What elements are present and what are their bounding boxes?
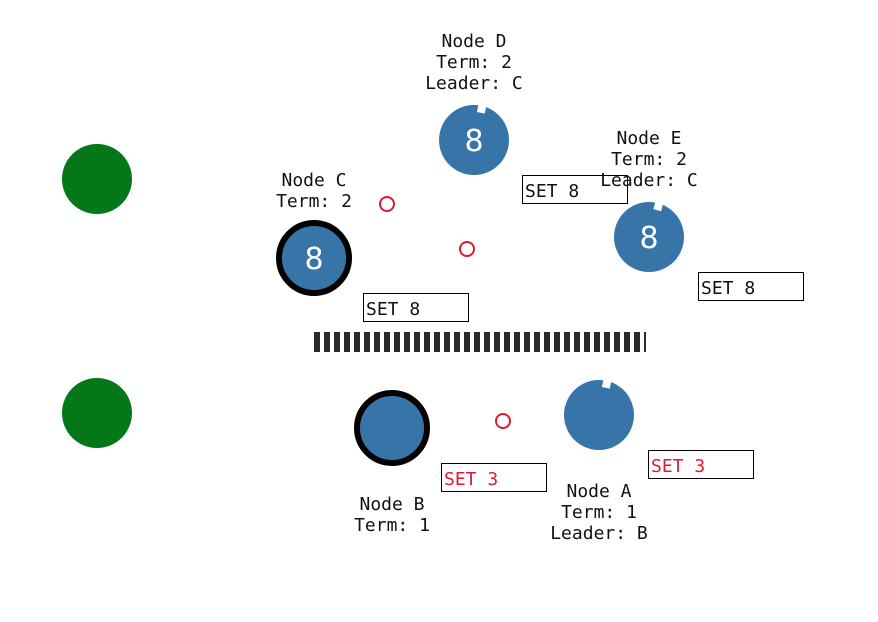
log-a: SET 3 bbox=[648, 450, 754, 479]
node-a-circle bbox=[564, 380, 634, 450]
node-a: Node A Term: 1 Leader: B bbox=[550, 379, 648, 544]
node-c-term: Term: 2 bbox=[276, 191, 352, 212]
message-c-to-e bbox=[459, 241, 475, 257]
node-d-term: Term: 2 bbox=[436, 52, 512, 73]
log-a-entry: SET 3 bbox=[651, 456, 705, 477]
log-c-entry: SET 8 bbox=[366, 299, 420, 320]
node-e-value: 8 bbox=[639, 221, 658, 256]
log-d: SET 8 bbox=[522, 175, 628, 204]
node-a-label: Node A bbox=[566, 481, 631, 502]
client-top bbox=[62, 144, 132, 214]
node-e-timer-notch bbox=[653, 201, 664, 212]
node-d-leader: Leader: C bbox=[425, 73, 523, 94]
log-b: SET 3 bbox=[441, 463, 547, 492]
log-e: SET 8 bbox=[698, 272, 804, 301]
node-e-circle bbox=[614, 202, 684, 272]
node-b-label: Node B bbox=[359, 494, 424, 515]
node-d: Node D Term: 2 Leader: C 8 bbox=[425, 31, 523, 175]
node-e-term: Term: 2 bbox=[611, 149, 687, 170]
log-a-box bbox=[648, 450, 754, 479]
message-b-to-a bbox=[495, 413, 511, 429]
log-c: SET 8 bbox=[363, 293, 469, 322]
log-b-entry: SET 3 bbox=[444, 469, 498, 490]
node-e: Node E Term: 2 Leader: C 8 bbox=[600, 128, 698, 272]
node-d-label: Node D bbox=[441, 31, 506, 52]
node-d-circle bbox=[439, 105, 509, 175]
node-c-label: Node C bbox=[281, 170, 346, 191]
node-b: Node B Term: 1 bbox=[354, 390, 430, 536]
message-c-to-d bbox=[379, 196, 395, 212]
log-e-entry: SET 8 bbox=[701, 278, 755, 299]
log-e-box bbox=[698, 272, 804, 301]
client-bottom bbox=[62, 378, 132, 448]
node-c: Node C Term: 2 8 bbox=[276, 170, 352, 296]
node-c-value: 8 bbox=[304, 242, 323, 277]
node-d-timer-notch bbox=[476, 104, 487, 114]
node-a-term: Term: 1 bbox=[561, 502, 637, 523]
node-b-circle bbox=[354, 390, 430, 466]
node-a-timer-notch bbox=[601, 379, 612, 389]
node-a-leader: Leader: B bbox=[550, 523, 648, 544]
log-d-box bbox=[522, 175, 628, 204]
node-b-term: Term: 1 bbox=[354, 515, 430, 536]
node-e-label: Node E bbox=[616, 128, 681, 149]
node-e-leader: Leader: C bbox=[600, 170, 698, 191]
node-c-circle bbox=[276, 220, 352, 296]
log-b-box bbox=[441, 463, 547, 492]
log-d-entry: SET 8 bbox=[525, 181, 579, 202]
node-d-value: 8 bbox=[464, 124, 483, 159]
log-c-box bbox=[363, 293, 469, 322]
